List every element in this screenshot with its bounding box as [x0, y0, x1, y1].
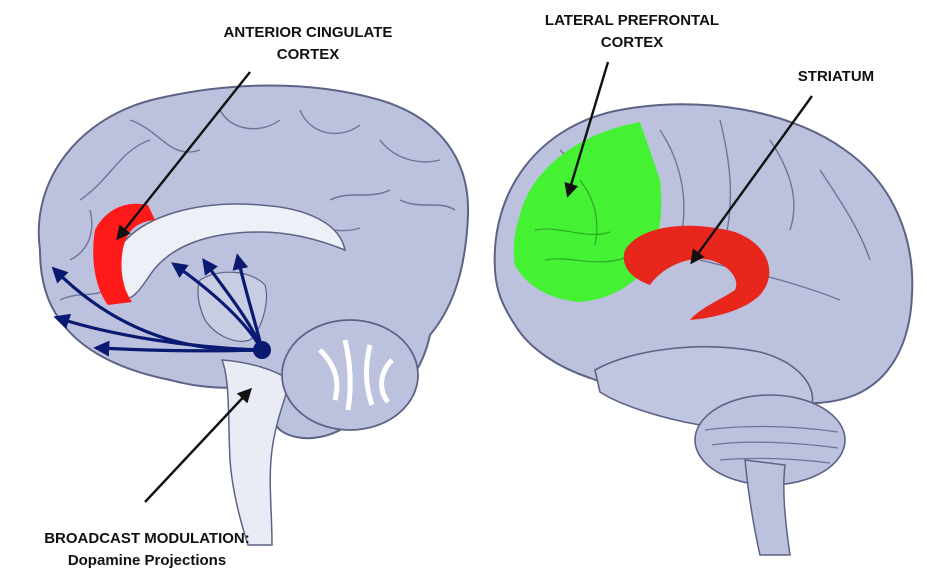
anterior-cingulate-label-line1: ANTERIOR CINGULATE [178, 22, 438, 44]
vta-source-node [253, 341, 271, 359]
brainstem [222, 360, 290, 545]
broadcast-modulation-label-line2: Dopamine Projections [0, 550, 294, 572]
striatum-label-line1: STRIATUM [776, 66, 896, 88]
medial-brain [39, 86, 468, 546]
broadcast-modulation-label: BROADCAST MODULATION: Dopamine Projectio… [0, 528, 294, 572]
lateral-brain [495, 104, 913, 555]
anterior-cingulate-label-line2: CORTEX [178, 44, 438, 66]
anterior-cingulate-label: ANTERIOR CINGULATE CORTEX [178, 22, 438, 66]
lateral-prefrontal-label-line2: CORTEX [512, 32, 752, 54]
broadcast-modulation-label-line1: BROADCAST MODULATION: [0, 528, 294, 550]
lateral-prefrontal-label-line1: LATERAL PREFRONTAL [512, 10, 752, 32]
lateral-prefrontal-label: LATERAL PREFRONTAL CORTEX [512, 10, 752, 54]
lateral-brainstem [745, 460, 790, 555]
striatum-label: STRIATUM [776, 66, 896, 88]
